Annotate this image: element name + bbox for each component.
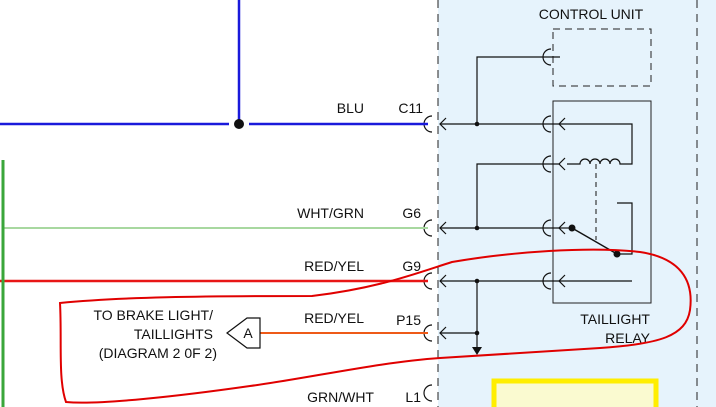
junction-c11 [474, 121, 480, 127]
connector-a-letter: A [243, 325, 253, 341]
highlight-box [491, 378, 659, 407]
control-unit-label: CONTROL UNIT [539, 6, 644, 22]
wire-color-label: WHT/GRN [297, 205, 364, 221]
wire-pin-label: P15 [396, 312, 421, 328]
connector-brackets [423, 48, 566, 402]
wire-color-label: GRN/WHT [307, 389, 374, 405]
red-annotation-loop [58, 248, 692, 404]
wire-color-label: BLU [337, 100, 364, 116]
internal-wire-cu [476, 56, 560, 124]
junction-g6 [474, 225, 480, 231]
wire-pin-label: L1 [405, 389, 421, 405]
connector-a-symbol [226, 317, 261, 349]
module-background [438, 0, 716, 407]
wire-color-label: RED/YEL [304, 258, 364, 274]
relay-coil [560, 123, 633, 165]
brake-light-ref-line2: TAILLIGHTS [134, 326, 213, 342]
brake-light-ref-line3: (DIAGRAM 2 0F 2) [99, 345, 217, 361]
ground-arrow [472, 347, 482, 355]
junction-g9 [474, 278, 480, 284]
taillight-relay-box [552, 100, 652, 304]
junction-p15 [474, 330, 480, 336]
wire-pin-label: G9 [402, 258, 421, 274]
relay-label-line2: RELAY [605, 330, 651, 346]
wire-pin-label: G6 [402, 205, 421, 221]
internal-wire-g6-top [476, 163, 560, 228]
wire-color-label: RED/YEL [304, 310, 364, 326]
brake-light-ref-line1: TO BRAKE LIGHT/ [93, 307, 213, 323]
blu-splice-dot [234, 119, 244, 129]
wire-pin-label: C11 [398, 100, 423, 116]
relay-label-line1: TAILLIGHT [580, 311, 650, 327]
relay-contact-line [617, 202, 633, 255]
